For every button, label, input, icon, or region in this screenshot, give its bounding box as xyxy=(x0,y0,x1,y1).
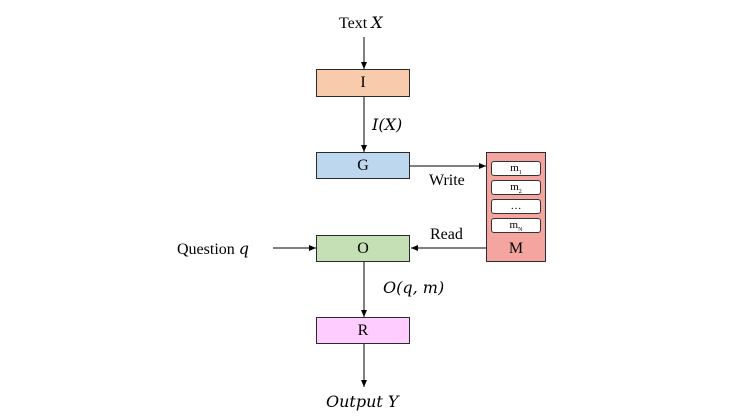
question-variable: q xyxy=(238,239,250,258)
edge-label-read: Read xyxy=(430,226,463,243)
module-i-label: I xyxy=(360,74,366,91)
module-o-label: O xyxy=(357,239,369,257)
output-label: Output Y xyxy=(326,392,399,411)
edge-label-ix: I(X) xyxy=(372,115,403,134)
memory-slot: m1 xyxy=(491,161,541,176)
module-r-label: R xyxy=(357,321,369,339)
module-i: I xyxy=(316,69,410,97)
memory-slot: … xyxy=(491,199,541,214)
memory-slot: mN xyxy=(491,218,541,233)
memory-label: M xyxy=(508,240,524,257)
module-r: R xyxy=(316,317,410,344)
input-text-label: Text X xyxy=(339,14,383,33)
module-g: G xyxy=(316,152,410,179)
question-label: Question q xyxy=(177,240,249,259)
question-text: Question xyxy=(177,241,239,258)
edge-label-write: Write xyxy=(429,172,465,189)
input-text: Text xyxy=(339,15,372,32)
memory-block: m1 m2 … mN M xyxy=(486,152,546,262)
module-o: O xyxy=(316,235,410,262)
edge-label-oqm: O(q, m) xyxy=(383,278,445,297)
memory-slot: m2 xyxy=(491,180,541,195)
input-variable: X xyxy=(371,13,383,32)
module-g-label: G xyxy=(357,156,369,174)
